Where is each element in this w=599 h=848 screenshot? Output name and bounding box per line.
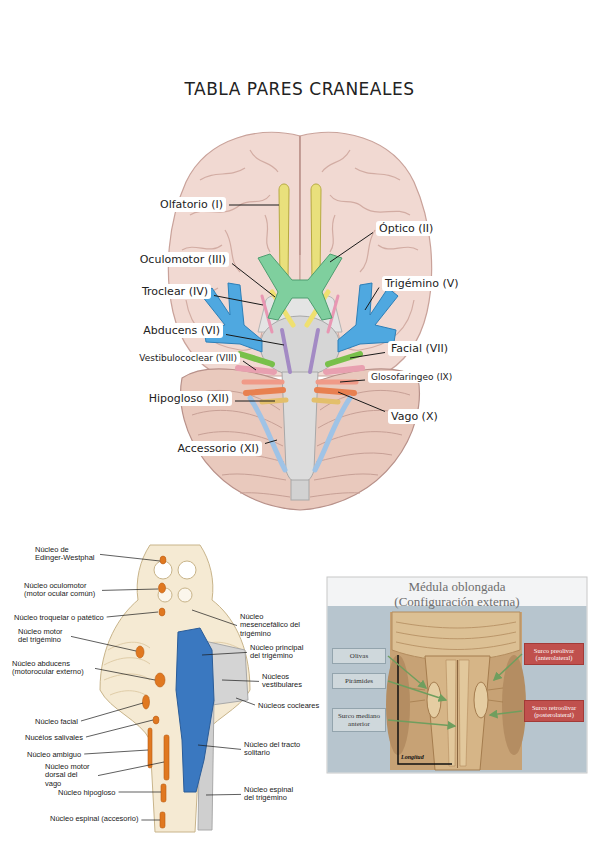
slide-illustration xyxy=(327,577,587,773)
leader-line xyxy=(202,652,247,655)
leader-line xyxy=(84,750,148,754)
page-title: TABLA PARES CRANEALES xyxy=(0,79,599,99)
nucleus-label: Núcleo del tracto solitario xyxy=(244,741,306,758)
leader-line xyxy=(119,792,161,793)
slide-panel: Médula oblongada (Configuración externa)… xyxy=(327,577,587,773)
leader-line xyxy=(100,554,160,561)
nerve-label: Abducens (VI) xyxy=(140,323,223,338)
leader-line xyxy=(226,335,284,346)
nerve-label: Glosofaringeo (IX) xyxy=(368,371,455,383)
box-text: Surco retroolivar (posterolateral) xyxy=(527,704,581,719)
leader-line xyxy=(81,703,143,721)
leader-line xyxy=(365,288,379,311)
nucleus-label: Núcleo oculomotor (motor ocular común) xyxy=(24,582,99,599)
leader-line xyxy=(98,762,164,776)
nucleus-label: Núcleos cocleares xyxy=(258,702,319,710)
red-callout-box: Surco retroolivar (posterolateral) xyxy=(524,700,584,723)
leader-line xyxy=(222,680,259,681)
nerve-label: Trigémino (V) xyxy=(382,276,462,291)
nucleus-label: Núcleo mesencefálico del trigémino xyxy=(240,613,312,638)
leader-line xyxy=(71,636,136,651)
leader-line xyxy=(243,361,256,370)
box-text: Olivas xyxy=(335,652,383,660)
nucleus-label: Núcleo abducens (motorocular externo) xyxy=(12,660,92,677)
leader-line xyxy=(214,296,263,306)
nerve-label: Facial (VII) xyxy=(388,341,451,356)
grey-callout-box: Olivas xyxy=(332,648,386,664)
nerve-label: Olfatorio (I) xyxy=(157,197,226,212)
nucleus-label: Núcleo troquelar o patético xyxy=(14,614,104,622)
box-text: Surco preolivar (anterolateral) xyxy=(527,647,581,662)
leader-line xyxy=(338,392,385,412)
leader-line xyxy=(340,380,365,382)
nucleus-label: Núcleo motor del trigémino xyxy=(18,628,68,645)
nucleus-label: Núcleos vestibulares xyxy=(262,673,312,690)
box-text: Surco mediano anterior xyxy=(335,712,383,728)
nerve-label: Vago (X) xyxy=(388,409,441,424)
leader-line xyxy=(236,698,255,705)
leader-line xyxy=(107,612,158,617)
leader-line xyxy=(141,820,160,821)
nucleus-label: Núcleo hipogloso xyxy=(58,789,116,797)
leader-line xyxy=(235,401,275,402)
nerve-label: Accessorio (XI) xyxy=(174,441,262,456)
brain-illustration xyxy=(168,132,431,510)
grey-callout-box: Pirámides xyxy=(332,673,386,689)
nerve-label: Óptico (II) xyxy=(376,221,436,236)
grey-callout-box: Surco mediano anterior xyxy=(332,708,386,732)
leader-line xyxy=(102,589,158,590)
nucleus-label: Núcleo principal del trigémino xyxy=(250,644,312,661)
leader-line xyxy=(330,233,373,263)
slide-title: Médula oblongada (Configuración externa) xyxy=(382,580,532,610)
nuclei-illustration xyxy=(100,545,250,832)
leader-line xyxy=(265,440,277,444)
box-text: Pirámides xyxy=(335,677,383,685)
nerve-label: Vestibulococlear (VIII) xyxy=(136,352,240,364)
nucleus-label: Núcleo facial xyxy=(35,718,78,726)
nucleus-label: Núcleo espinal (accesorio) xyxy=(50,815,138,823)
nerve-label: Troclear (IV) xyxy=(139,284,211,299)
dimension-label: Longitud xyxy=(401,754,424,760)
nucleus-label: Núcleo ambiguo xyxy=(27,751,81,759)
leader-line xyxy=(232,264,275,298)
leader-line xyxy=(206,794,241,796)
leader-line xyxy=(229,205,279,206)
nucleus-label: Núcleo de Edinger-Westphal xyxy=(35,546,97,563)
nucleus-label: Núcleo espinal del trigémino xyxy=(244,786,304,803)
nerve-label: Hipogloso (XII) xyxy=(146,391,232,406)
nerve-label: Oculomotor (III) xyxy=(137,252,229,267)
leader-line xyxy=(350,353,385,359)
leader-line xyxy=(192,610,237,626)
leader-line xyxy=(95,668,155,680)
leader-line xyxy=(198,745,241,749)
red-callout-box: Surco preolivar (anterolateral) xyxy=(524,643,584,666)
leader-line xyxy=(86,720,153,737)
nucleus-label: Núcleo motor dorsal del vago xyxy=(45,763,95,788)
nucleus-label: Nucélos salivales xyxy=(25,734,83,742)
